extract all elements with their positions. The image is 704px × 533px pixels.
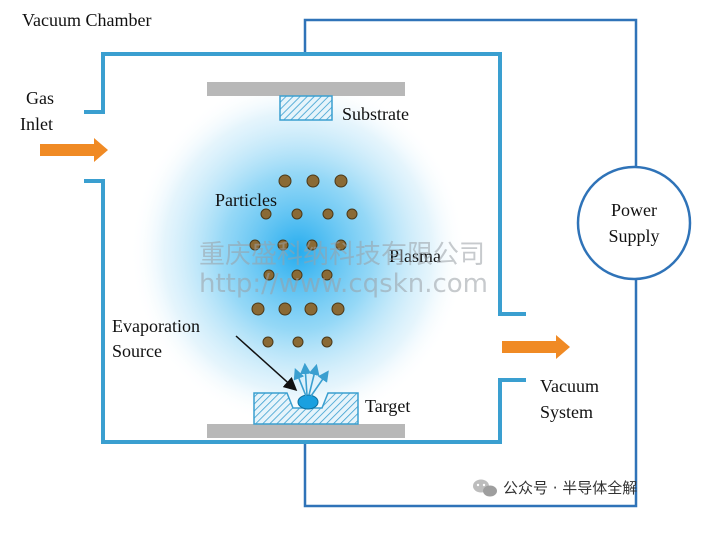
particle — [304, 302, 318, 316]
vacuum-system-label-line1: Vacuum — [540, 376, 599, 396]
particle — [335, 239, 347, 251]
particle — [321, 269, 333, 281]
evaporation-spray — [293, 362, 329, 397]
wechat-icon — [473, 479, 497, 497]
power-supply-label-line1: Power — [611, 200, 657, 220]
vacuum-system-arrow — [502, 335, 570, 359]
evaporation-pool — [297, 394, 319, 410]
chamber-wall — [84, 52, 526, 444]
plasma-label: Plasma — [389, 246, 441, 266]
substrate-label: Substrate — [342, 104, 409, 124]
particle — [251, 302, 265, 316]
particle — [262, 336, 274, 348]
gas-inlet-label-line1: Gas — [26, 88, 54, 108]
watermark-url: http://www.cqskn.com — [199, 269, 488, 299]
particles-label: Particles — [215, 190, 277, 210]
particle — [322, 208, 334, 220]
vacuum-system-label-line2: System — [540, 402, 593, 422]
particle — [331, 302, 345, 316]
plasma-glow — [130, 77, 466, 427]
evaporation-source-pointer — [235, 335, 298, 392]
watermark-company: 重庆盛科纳科技有限公司 — [199, 240, 485, 270]
particle — [291, 269, 303, 281]
particle — [346, 208, 358, 220]
particle — [278, 302, 292, 316]
particle-cloud — [249, 174, 358, 348]
particle — [321, 336, 333, 348]
target-label: Target — [365, 396, 410, 416]
particle — [263, 269, 275, 281]
vacuum-chamber-label: Vacuum Chamber — [22, 10, 151, 30]
gas-inlet-label-line2: Inlet — [20, 114, 53, 134]
particle — [292, 336, 304, 348]
power-supply-circle — [576, 165, 692, 281]
top-electrode — [207, 82, 405, 96]
particle — [260, 208, 272, 220]
particle — [291, 208, 303, 220]
bottom-electrode — [207, 424, 405, 438]
evaporation-source-label-line1: Evaporation — [112, 316, 200, 336]
power-supply-label-line2: Supply — [608, 226, 659, 246]
particle — [277, 239, 289, 251]
source-account-label: 公众号 · 半导体全解 — [503, 479, 637, 497]
substrate — [279, 95, 333, 121]
power-wiring — [303, 18, 638, 508]
particle — [306, 174, 320, 188]
gas-inlet-arrow — [40, 138, 108, 162]
particle — [249, 239, 261, 251]
particle — [306, 239, 318, 251]
particle — [334, 174, 348, 188]
evaporation-source-label-line2: Source — [112, 341, 162, 361]
particle — [278, 174, 292, 188]
